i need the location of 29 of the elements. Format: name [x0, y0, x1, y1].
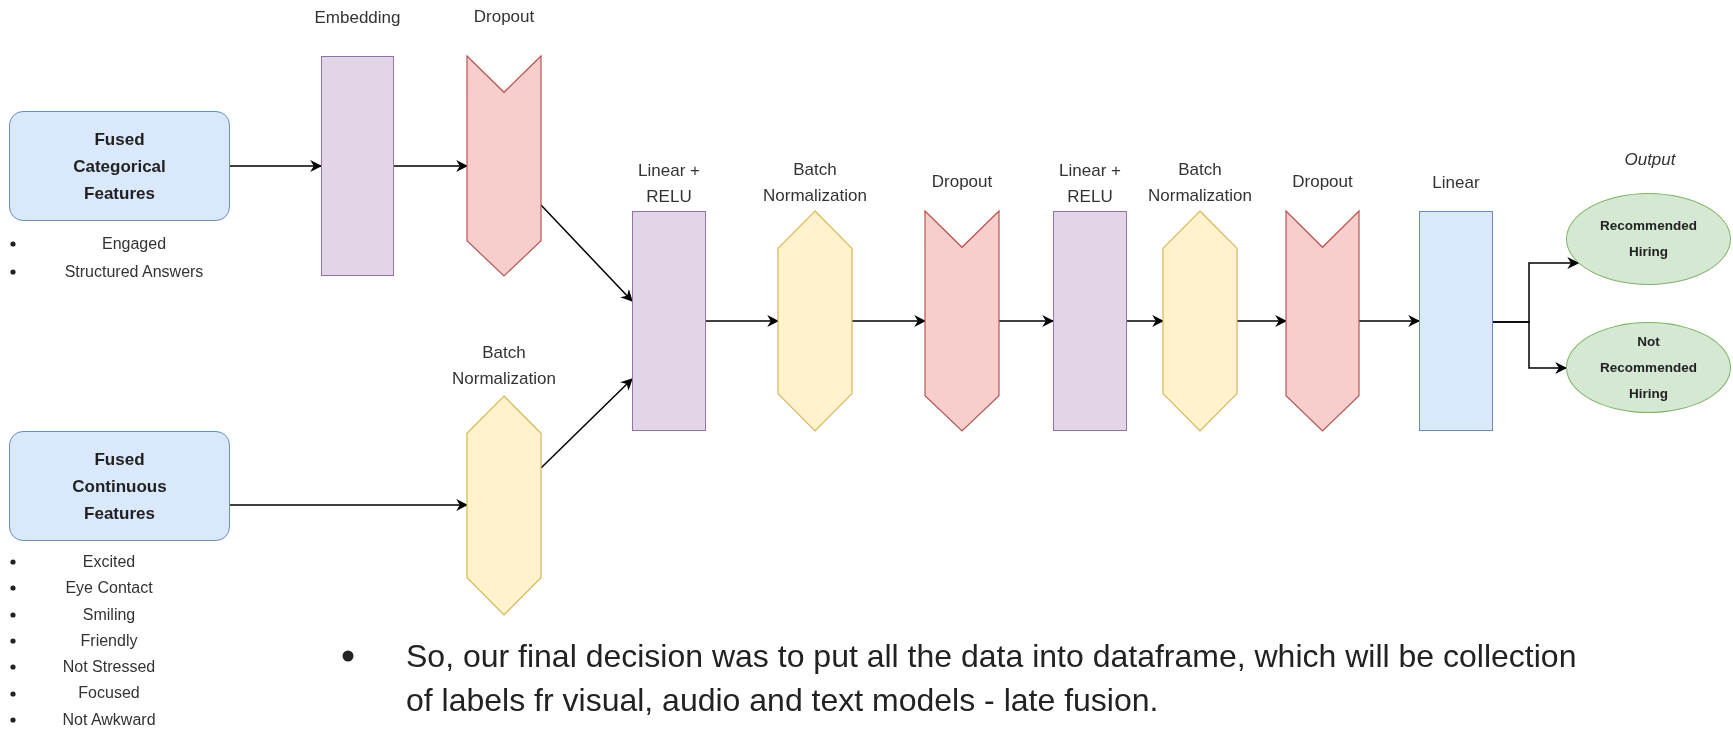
- layer-label: Embedding: [313, 7, 402, 29]
- rounded-box: [9, 431, 230, 541]
- arrow: [229, 160, 323, 172]
- layer-label: Batch Normalization: [1147, 159, 1253, 207]
- layer-label: Linear + RELU: [1058, 160, 1122, 208]
- layer-label: Linear: [1431, 172, 1481, 194]
- layer-label: Dropout: [472, 6, 536, 28]
- layer-label: Dropout: [1291, 171, 1354, 193]
- bullet-paragraph: So, our final decision was to put all the data into dataframe, which will be collection of labels fr visual, audio and text models - late fusion.: [406, 637, 1578, 720]
- layer-label: Batch Normalization: [451, 342, 557, 390]
- bullet-item: Excited: [81, 552, 137, 572]
- rounded-box: [9, 111, 230, 221]
- bullet-item: Smiling: [81, 604, 137, 625]
- bullet-item: Engaged: [100, 234, 168, 254]
- bullet-item: Friendly: [79, 630, 139, 651]
- box-label: Fused Categorical Features: [72, 128, 167, 205]
- ellipse-label: Not Recommended Hiring: [1599, 332, 1698, 403]
- bullet-item: Not Awkward: [61, 709, 157, 730]
- output-heading: Output: [1623, 150, 1677, 170]
- layer-label: Dropout: [930, 171, 994, 193]
- arrow: [1492, 321, 1568, 374]
- ellipse-label: Recommended Hiring: [1599, 217, 1698, 261]
- box-label: Fused Continuous Features: [71, 448, 168, 525]
- layer-label: Linear + RELU: [637, 160, 701, 208]
- bullet-item: Eye Contact: [64, 578, 154, 599]
- bullet-item: Not Stressed: [61, 657, 157, 678]
- bullet-item: Focused: [77, 683, 141, 704]
- layer-label: Batch Normalization: [762, 159, 868, 207]
- bullet-item: Structured Answers: [63, 262, 205, 282]
